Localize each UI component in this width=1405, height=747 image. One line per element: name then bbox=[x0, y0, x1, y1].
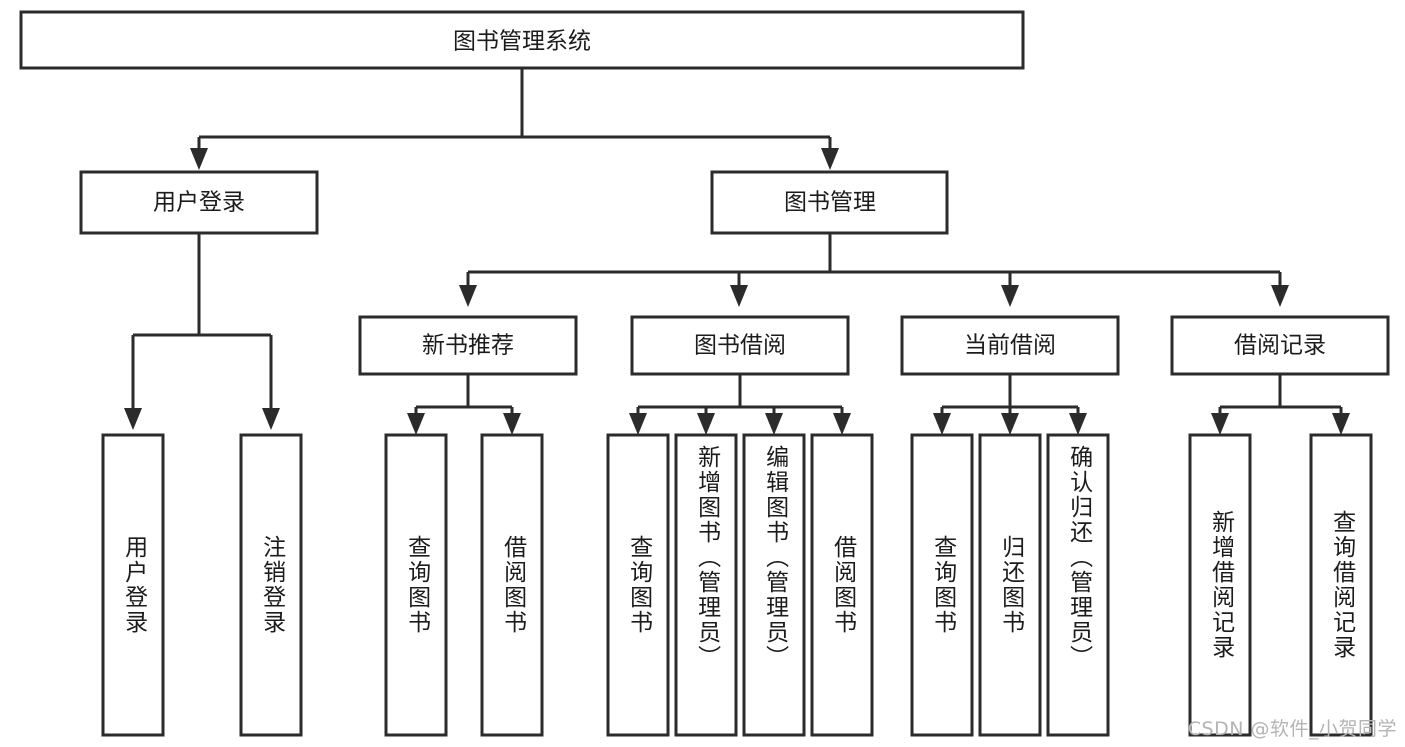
node-leaf-query-book-current-box[interactable] bbox=[910, 433, 974, 737]
arrow-bb-leaf-3 bbox=[765, 413, 783, 435]
node-root-box[interactable] bbox=[19, 10, 1025, 70]
node-root-label: 图书管理系统 bbox=[453, 29, 591, 55]
arrow-cb-leaf-2 bbox=[1001, 413, 1019, 435]
node-borrow-record-label: 借阅记录 bbox=[1234, 333, 1326, 359]
arrow-nbr-leaf-1 bbox=[407, 413, 425, 435]
node-current-borrow-label: 当前借阅 bbox=[964, 333, 1056, 359]
node-new-book-recommend-box[interactable] bbox=[358, 315, 578, 376]
arrow-bb-leaf-1 bbox=[629, 413, 647, 435]
arrow-root-to-user-login bbox=[190, 148, 208, 170]
node-leaf-return-book-box[interactable] bbox=[978, 433, 1042, 737]
arrow-to-book-borrow bbox=[730, 285, 748, 307]
arrow-nbr-leaf-2 bbox=[503, 413, 521, 435]
node-user-login-label: 用户登录 bbox=[153, 190, 245, 216]
node-leaf-query-borrow-record-box[interactable] bbox=[1309, 433, 1373, 737]
arrow-cb-leaf-1 bbox=[933, 413, 951, 435]
node-leaf-add-borrow-record-box[interactable] bbox=[1188, 433, 1252, 737]
node-leaf-borrow-book-box[interactable] bbox=[810, 433, 874, 737]
node-leaf-query-book-borrow-box[interactable] bbox=[606, 433, 670, 737]
arrow-bb-leaf-4 bbox=[833, 413, 851, 435]
node-book-borrow-label: 图书借阅 bbox=[694, 333, 786, 359]
arrow-br-leaf-1 bbox=[1211, 413, 1229, 435]
watermark-text: CSDN @软件_小贺同学 bbox=[1187, 718, 1397, 740]
node-leaf-confirm-return-admin-box[interactable] bbox=[1046, 433, 1110, 737]
node-leaf-edit-book-admin-box[interactable] bbox=[742, 433, 806, 737]
arrow-to-current-borrow bbox=[1001, 285, 1019, 307]
node-leaf-user-login-box[interactable] bbox=[101, 433, 165, 737]
node-borrow-record-box[interactable] bbox=[1170, 315, 1390, 376]
node-book-manage-label: 图书管理 bbox=[784, 190, 876, 216]
arrow-root-to-book-manage bbox=[821, 148, 839, 170]
arrow-cb-leaf-3 bbox=[1069, 413, 1087, 435]
node-new-book-recommend-label: 新书推荐 bbox=[422, 333, 514, 359]
node-leaf-add-book-admin-box[interactable] bbox=[674, 433, 738, 737]
node-current-borrow-box[interactable] bbox=[900, 315, 1120, 376]
arrow-br-leaf-2 bbox=[1332, 413, 1350, 435]
arrow-user-login-leaf-2 bbox=[262, 408, 280, 430]
node-leaf-borrow-book-rec-box[interactable] bbox=[480, 433, 544, 737]
arrow-bb-leaf-2 bbox=[697, 413, 715, 435]
arrow-user-login-leaf-1 bbox=[124, 408, 142, 430]
arrow-to-borrow-record bbox=[1271, 285, 1289, 307]
node-leaf-query-book-rec-box[interactable] bbox=[384, 433, 448, 737]
node-book-borrow-box[interactable] bbox=[630, 315, 850, 376]
arrow-to-new-book-recommend bbox=[459, 285, 477, 307]
node-leaf-user-logout-box[interactable] bbox=[239, 433, 303, 737]
node-book-manage-box[interactable] bbox=[710, 170, 949, 235]
